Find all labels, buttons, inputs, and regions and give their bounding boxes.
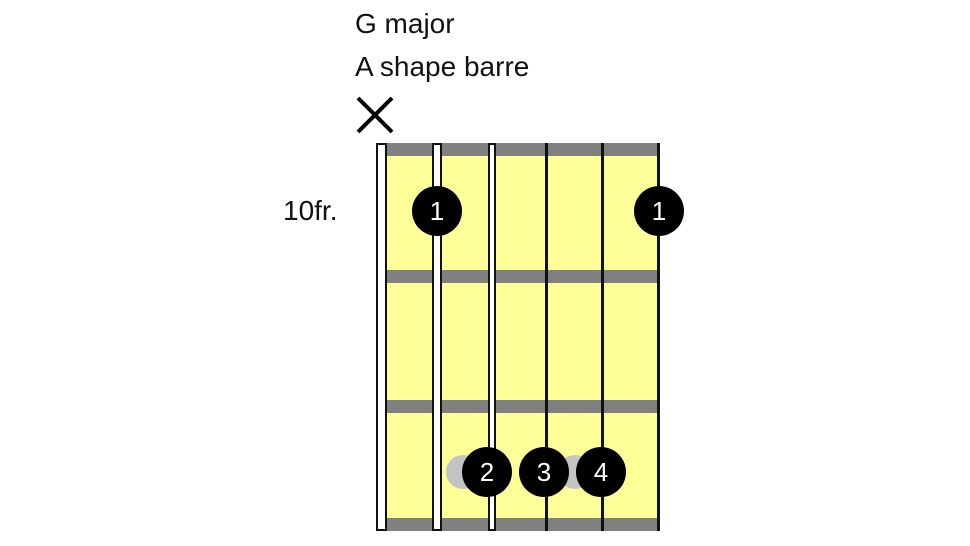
chord-title: G major <box>355 8 455 39</box>
start-fret-label: 10fr. <box>283 195 338 226</box>
finger-dot-a-string: 1 <box>412 186 462 236</box>
fret-line-3 <box>386 400 660 413</box>
string-low-e <box>376 143 387 531</box>
string-high-e <box>657 143 660 531</box>
string-g <box>545 143 548 531</box>
string-d <box>488 143 496 531</box>
finger-dot-b-string: 4 <box>576 447 626 497</box>
fret-line-2 <box>386 270 660 283</box>
finger-dot-d-string: 2 <box>462 447 512 497</box>
chord-shape-subtitle: A shape barre <box>355 51 530 82</box>
fret-line-bottom <box>386 518 660 531</box>
finger-dot-g-string: 3 <box>519 447 569 497</box>
finger-dot-high-e-string: 1 <box>634 186 684 236</box>
string-b <box>601 143 604 531</box>
string-a <box>432 143 442 531</box>
muted-string-x-icon <box>356 96 394 134</box>
fret-line-top <box>386 143 660 156</box>
